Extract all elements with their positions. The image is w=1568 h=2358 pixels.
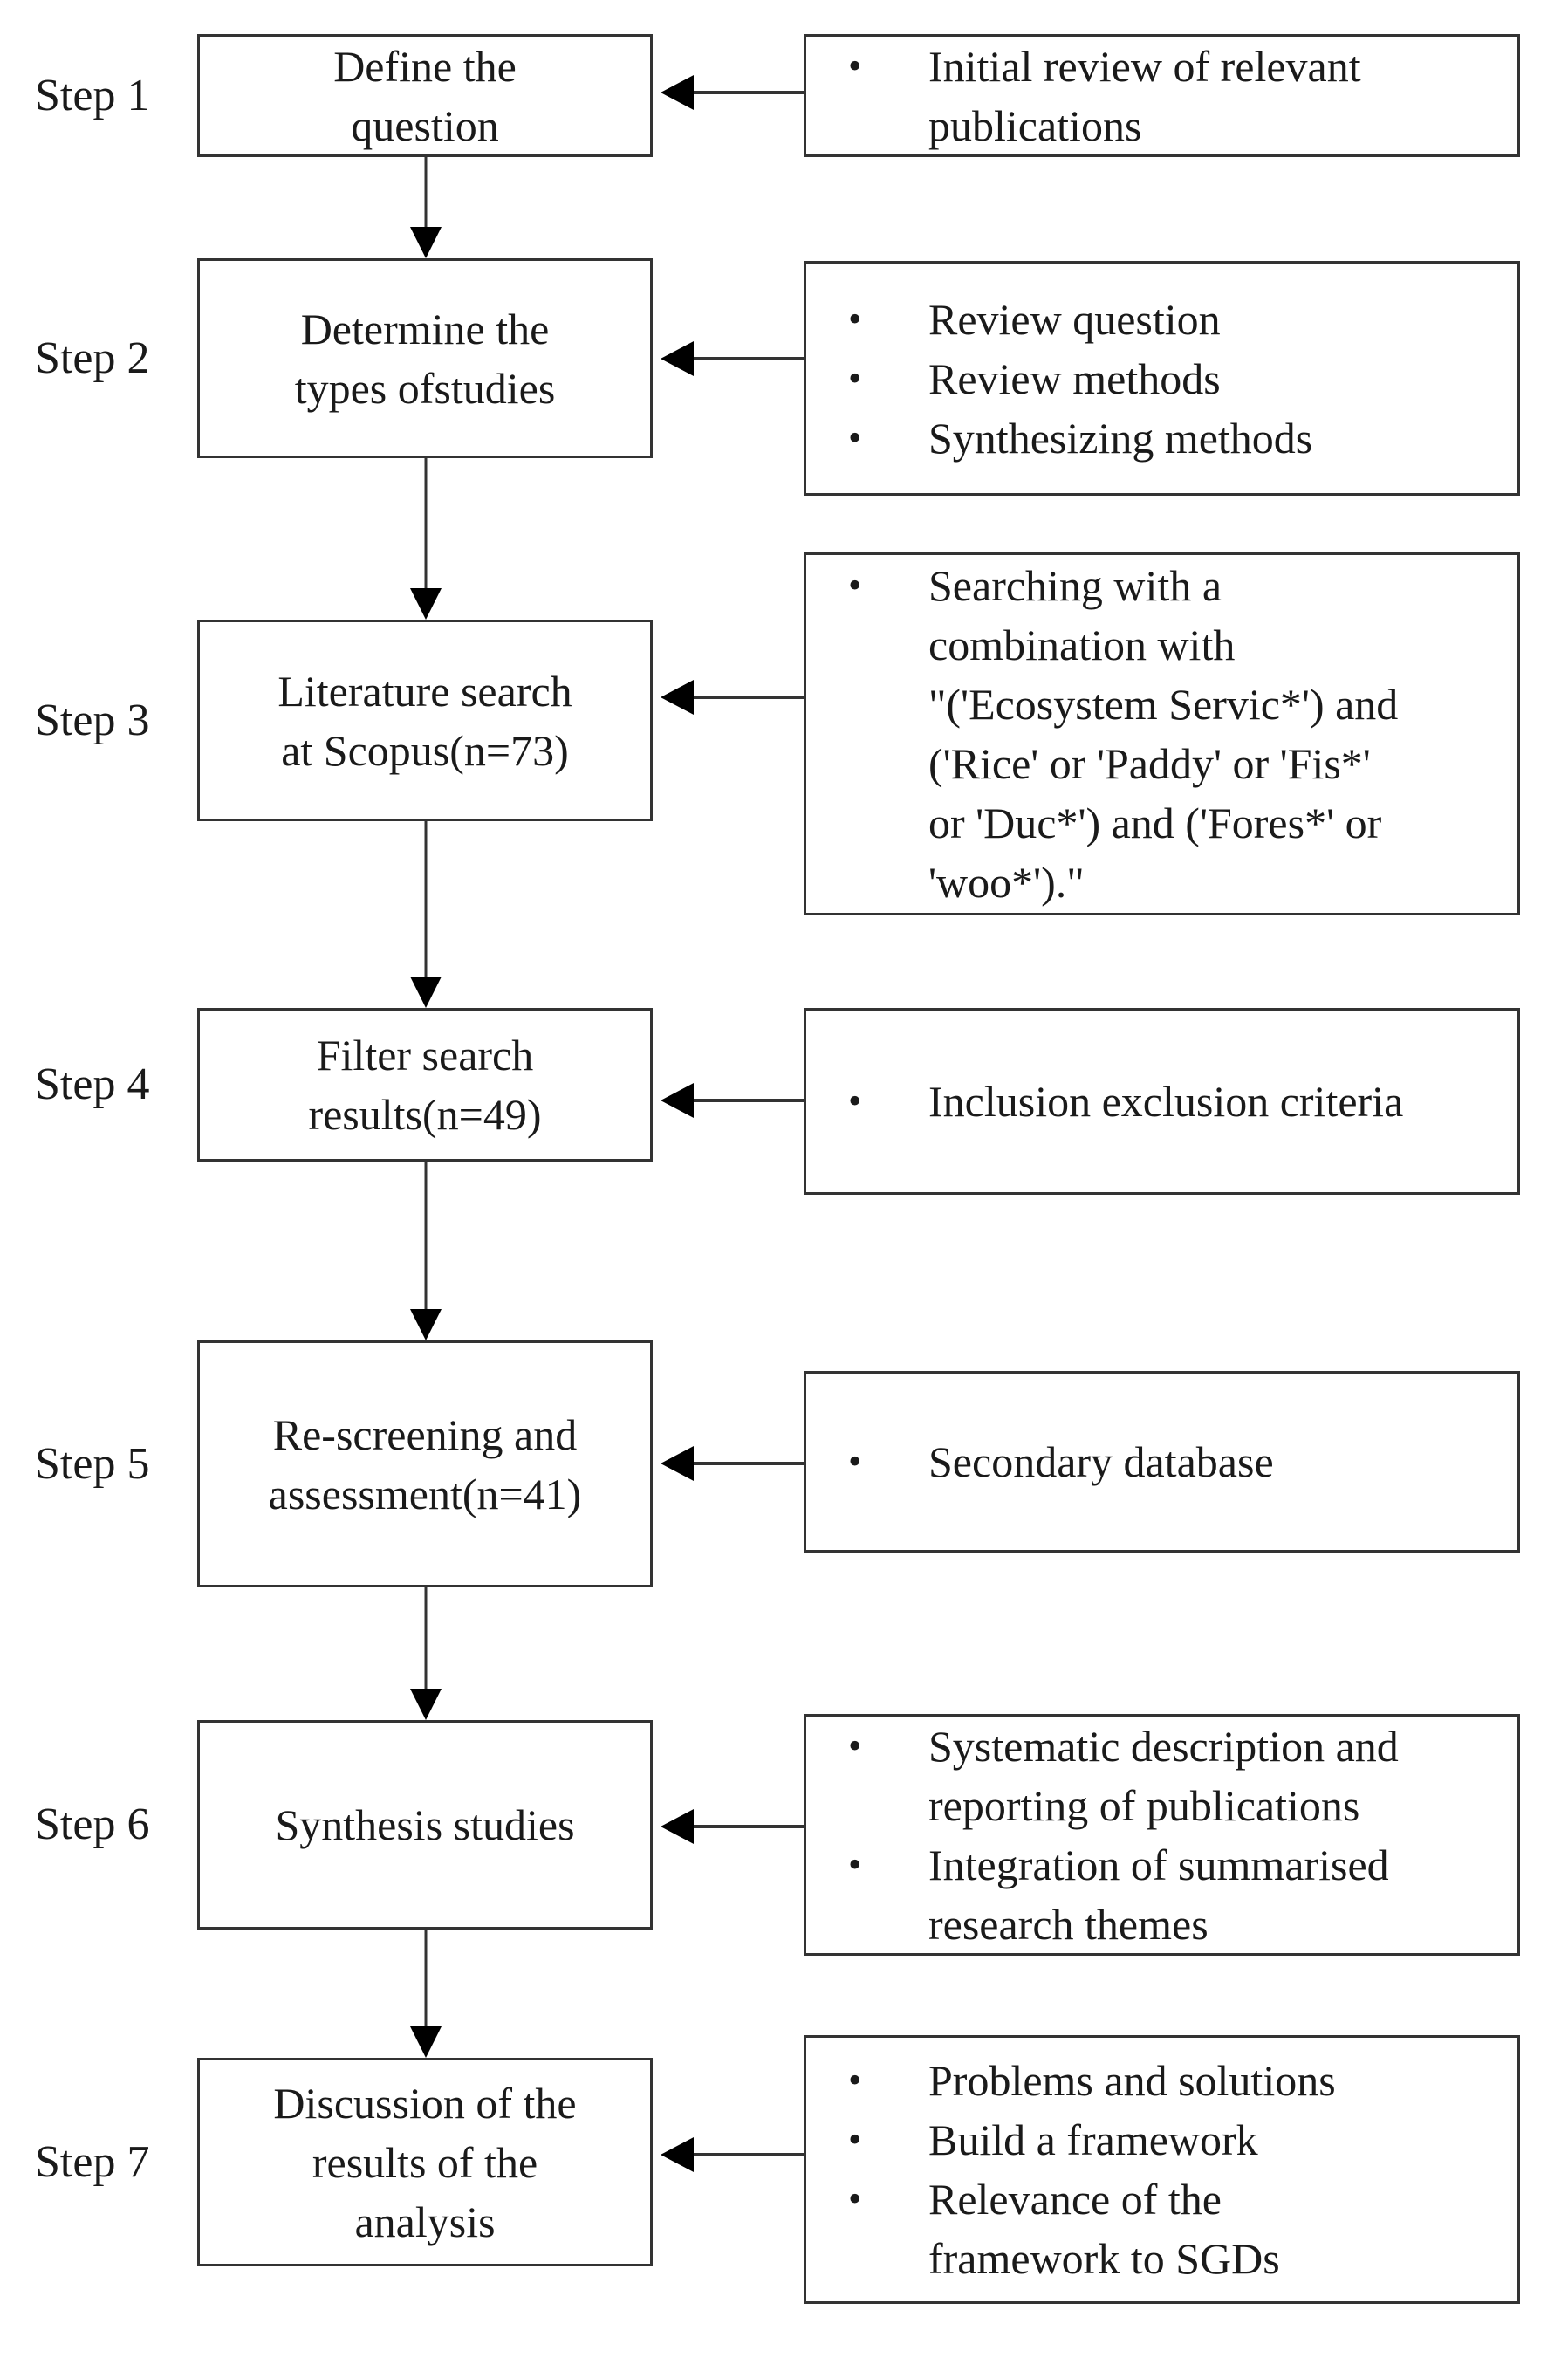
- bullet-text: Secondary database: [928, 1437, 1274, 1486]
- bullet-text: "('Ecosystem Servic*') and: [928, 680, 1399, 729]
- bullet-icon: •: [848, 564, 862, 607]
- step-box-text: analysis: [354, 2197, 496, 2246]
- bullet-icon: •: [848, 1724, 862, 1767]
- arrowhead-left-icon: [661, 75, 694, 110]
- bullet-item: • Review methods: [848, 349, 1517, 408]
- step-box: Define the question: [197, 34, 653, 157]
- bullet-item: • Secondary database: [848, 1432, 1517, 1491]
- detail-box: • Inclusion exclusion criteria: [804, 1008, 1520, 1195]
- bullet-icon: •: [848, 1842, 862, 1886]
- detail-box: • Initial review of relevant publications: [804, 34, 1520, 157]
- bullet-icon: •: [848, 356, 862, 400]
- bullet-icon: •: [848, 415, 862, 459]
- step-label: Step 7: [35, 2136, 150, 2187]
- step-box-text: results(n=49): [308, 1090, 542, 1139]
- arrowhead-left-icon: [661, 1083, 694, 1118]
- step-label: Step 2: [35, 332, 150, 383]
- bullet-text: publications: [928, 100, 1142, 150]
- arrowhead-down-icon: [410, 977, 442, 1008]
- bullet-text: Build a framework: [928, 2115, 1258, 2164]
- step-box: Determine the types ofstudies: [197, 258, 653, 458]
- step-label: Step 6: [35, 1799, 150, 1849]
- detail-box: • Searching with a combination with "('Ecos…: [804, 552, 1520, 915]
- bullet-text: or 'Duc*') and ('Fores*' or: [928, 799, 1382, 847]
- step-box-text: Discussion of the: [273, 2078, 577, 2128]
- bullet-item: • Build a framework: [848, 2110, 1517, 2169]
- step-box: Discussion of the results of the analysis: [197, 2058, 653, 2266]
- step-box: Filter search results(n=49): [197, 1008, 653, 1162]
- bullet-text: Problems and solutions: [928, 2056, 1336, 2105]
- bullet-icon: •: [848, 1440, 862, 1483]
- step-box-text: Define the: [333, 41, 517, 91]
- detail-box: • Secondary database: [804, 1371, 1520, 1553]
- bullet-text: research themes: [928, 1899, 1209, 1949]
- bullet-text: Relevance of the: [928, 2175, 1222, 2224]
- step-box-text: Synthesis studies: [275, 1800, 575, 1849]
- arrowhead-left-icon: [661, 2137, 694, 2172]
- arrowhead-left-icon: [661, 341, 694, 376]
- step-box-text: question: [351, 100, 499, 150]
- step-box: Literature search at Scopus(n=73): [197, 620, 653, 821]
- bullet-item: • Initial review of relevant publications: [848, 37, 1517, 155]
- arrowhead-down-icon: [410, 1309, 442, 1340]
- bullet-item: • Searching with a combination with "('Ecos…: [848, 556, 1517, 912]
- bullet-icon: •: [848, 2177, 862, 2220]
- bullet-text: Review question: [928, 294, 1221, 344]
- step-box-text: at Scopus(n=73): [281, 725, 569, 775]
- bullet-item: • Relevance of the framework to SGDs: [848, 2169, 1517, 2288]
- arrowhead-down-icon: [410, 588, 442, 620]
- detail-box: • Problems and solutions • Build a framewor…: [804, 2035, 1520, 2304]
- bullet-text: Systematic description and: [928, 1721, 1399, 1771]
- arrowhead-down-icon: [410, 2026, 442, 2058]
- bullet-item: • Integration of summarised research theme…: [848, 1835, 1517, 1954]
- step-label: Step 1: [35, 70, 150, 120]
- bullet-text: ('Rice' or 'Paddy' or 'Fis*': [928, 739, 1371, 788]
- bullet-text: combination with: [928, 620, 1236, 669]
- bullet-icon: •: [848, 1080, 862, 1122]
- step-box-text: types ofstudies: [294, 363, 556, 413]
- bullet-item: • Systematic description and reporting of …: [848, 1717, 1517, 1835]
- step-label: Step 5: [35, 1438, 150, 1489]
- bullet-text: framework to SGDs: [928, 2234, 1280, 2283]
- detail-box: • Review question • Review methods • Synthesi…: [804, 261, 1520, 496]
- step-box-text: Re-screening and: [272, 1409, 578, 1459]
- step-label: Step 3: [35, 695, 150, 745]
- step-label: Step 4: [35, 1059, 150, 1109]
- arrowhead-left-icon: [661, 1809, 694, 1844]
- bullet-icon: •: [848, 44, 862, 87]
- step-box: Synthesis studies: [197, 1720, 653, 1930]
- bullet-item: • Problems and solutions: [848, 2051, 1517, 2110]
- bullet-text: Inclusion exclusion criteria: [928, 1077, 1404, 1126]
- bullet-text: Searching with a: [928, 561, 1222, 610]
- step-box-text: assessment(n=41): [268, 1469, 582, 1518]
- step-box-text: results of the: [312, 2137, 538, 2187]
- bullet-icon: •: [848, 297, 862, 340]
- bullet-text: Review methods: [928, 353, 1221, 403]
- arrowhead-left-icon: [661, 1446, 694, 1481]
- bullet-icon: •: [848, 2118, 862, 2161]
- step-box: Re-screening and assessment(n=41): [197, 1340, 653, 1587]
- arrowhead-left-icon: [661, 680, 694, 715]
- arrowhead-down-icon: [410, 227, 442, 258]
- bullet-text: Initial review of relevant: [928, 41, 1361, 91]
- detail-box: • Systematic description and reporting of …: [804, 1714, 1520, 1956]
- bullet-text: Synthesizing methods: [928, 413, 1313, 463]
- bullet-icon: •: [848, 2059, 862, 2101]
- step-box-text: Filter search: [316, 1031, 534, 1080]
- bullet-text: 'woo*').": [928, 858, 1085, 907]
- step-box-text: Determine the: [300, 304, 550, 353]
- bullet-item: • Inclusion exclusion criteria: [848, 1072, 1517, 1131]
- bullet-item: • Synthesizing methods: [848, 408, 1517, 468]
- bullet-text: reporting of publications: [928, 1780, 1360, 1830]
- step-box-text: Literature search: [277, 666, 572, 716]
- bullet-item: • Review question: [848, 290, 1517, 349]
- bullet-text: Integration of summarised: [928, 1840, 1389, 1889]
- arrowhead-down-icon: [410, 1689, 442, 1720]
